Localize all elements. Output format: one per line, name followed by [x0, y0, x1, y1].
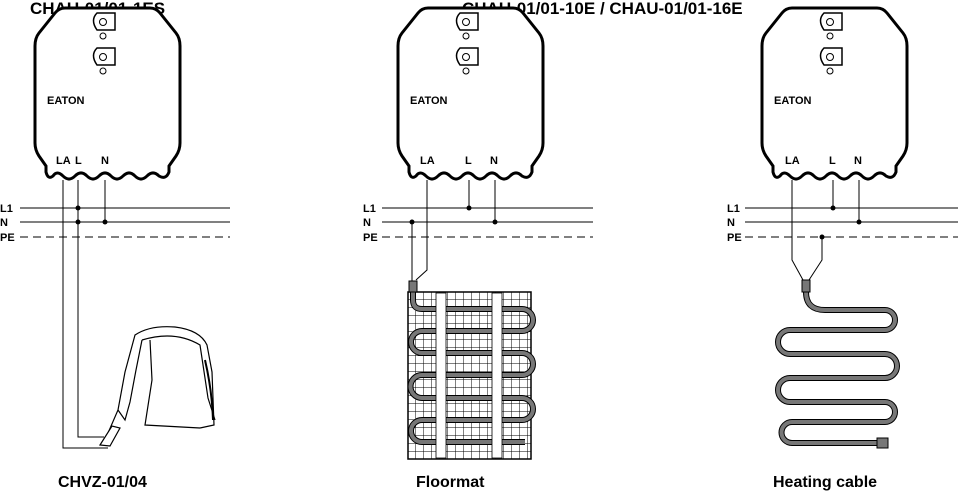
- bus-lines-1: L1 N PE: [0, 203, 230, 244]
- caption-chvz: CHVZ-01/04: [58, 474, 147, 491]
- terminal-l: L: [829, 155, 836, 167]
- terminal-la: LA: [420, 155, 435, 167]
- label-n: N: [363, 217, 371, 229]
- label-n: N: [0, 217, 8, 229]
- terminal-n: N: [101, 155, 109, 167]
- label-pe: PE: [727, 232, 742, 244]
- wiring-2: [409, 180, 498, 282]
- terminal-l: L: [465, 155, 472, 167]
- label-pe: PE: [363, 232, 378, 244]
- device-2: EATON LA L N: [396, 6, 545, 181]
- terminal-la: LA: [56, 155, 71, 167]
- terminal-n: N: [490, 155, 498, 167]
- label-n: N: [727, 217, 735, 229]
- wiring-3: [791, 180, 862, 281]
- brand-logo: EATON: [410, 95, 448, 107]
- brand-logo: EATON: [47, 95, 85, 107]
- device-1: EATON LA L N: [33, 6, 182, 181]
- label-l1: L1: [727, 203, 740, 215]
- caption-floormat: Floormat: [416, 474, 485, 491]
- wiring-1: [62, 180, 108, 449]
- bus-lines-2: L1 N PE: [363, 203, 593, 244]
- terminal-l: L: [75, 155, 82, 167]
- terminal-n: N: [854, 155, 862, 167]
- heating-cable: [775, 279, 900, 449]
- chvz-device-sketch: [98, 326, 216, 447]
- label-l1: L1: [363, 203, 376, 215]
- label-l1: L1: [0, 203, 13, 215]
- label-pe: PE: [0, 232, 15, 244]
- title-right: CHAU-01/01-10E / CHAU-01/01-16E: [462, 0, 743, 18]
- bus-lines-3: L1 N PE: [727, 203, 958, 244]
- device-3: EATON LA L N: [760, 6, 909, 181]
- floormat: [407, 280, 536, 460]
- terminal-la: LA: [785, 155, 800, 167]
- brand-logo: EATON: [774, 95, 812, 107]
- caption-heating-cable: Heating cable: [773, 474, 877, 491]
